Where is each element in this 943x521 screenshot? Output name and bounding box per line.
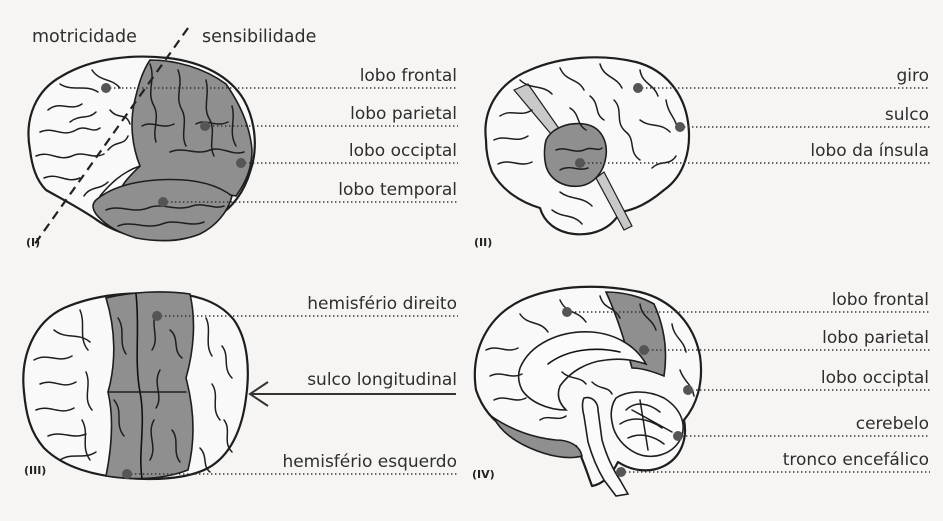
panel-i-label-lobo-frontal: lobo frontal xyxy=(360,66,457,86)
panel-iii-label-hemisferio-esquerdo: hemisfério esquerdo xyxy=(282,452,457,472)
panel-iv-label-cerebelo: cerebelo xyxy=(856,414,929,434)
panel-iv-label-lobo-occiptal: lobo occiptal xyxy=(821,368,929,388)
panel-iii-label-hemisferio-direito: hemisfério direito xyxy=(307,294,457,314)
panel-iv-label-tronco-encefalico: tronco encefálico xyxy=(783,450,929,470)
motricidade-label: motricidade xyxy=(32,27,137,47)
panel-iv-id: (IV) xyxy=(472,468,495,481)
panel-i-label-lobo-parietal: lobo parietal xyxy=(350,104,457,124)
panel-iv-brain-sagittal xyxy=(475,287,701,496)
panel-i-label-lobo-temporal: lobo temporal xyxy=(338,180,457,200)
panel-ii-label-sulco: sulco xyxy=(885,105,929,125)
panel-iii-label-sulco-longitudinal: sulco longitudinal xyxy=(307,370,457,390)
panel-i-id: (I) xyxy=(26,236,40,249)
panel-ii-brain-insula xyxy=(485,57,689,234)
sensibilidade-label: sensibilidade xyxy=(202,27,316,47)
panel-ii-label-lobo-da-insula: lobo da ínsula xyxy=(810,141,929,161)
panel-iii-brain-top xyxy=(23,292,247,479)
panel-iv-label-lobo-parietal: lobo parietal xyxy=(822,328,929,348)
panel-iii-id: (III) xyxy=(24,464,46,477)
panel-ii-label-giro: giro xyxy=(896,66,929,86)
panel-iv-label-lobo-frontal: lobo frontal xyxy=(832,290,929,310)
panel-ii-id: (II) xyxy=(474,236,492,249)
panel-i-label-lobo-occiptal: lobo occiptal xyxy=(349,141,457,161)
panel-i-brain-lateral xyxy=(28,57,254,241)
